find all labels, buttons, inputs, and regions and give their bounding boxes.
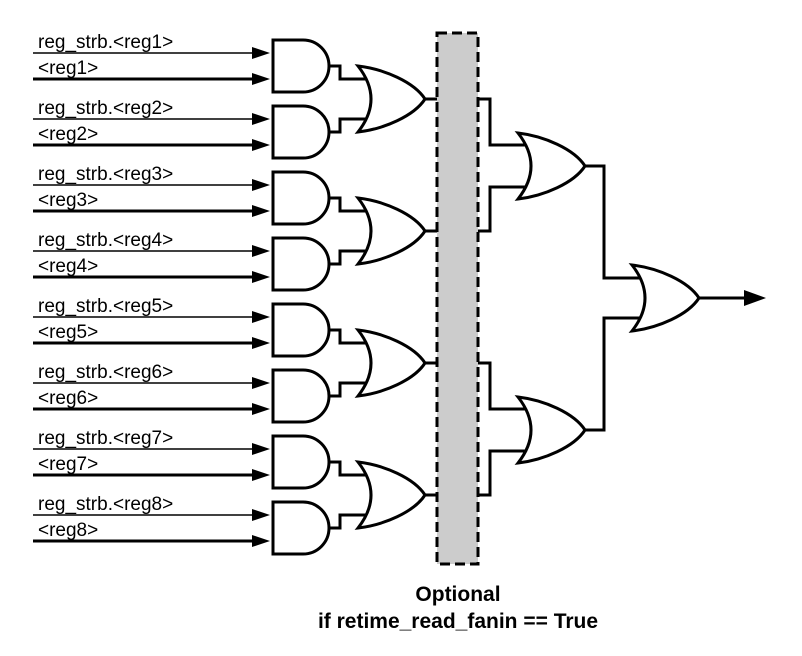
input-arrowhead-icon (252, 337, 270, 349)
input-row-reg5: reg_strb.<reg5> <reg5> (33, 296, 371, 349)
and-gate-5 (271, 302, 331, 358)
input-row-reg2: reg_strb.<reg2> <reg2> (33, 98, 371, 151)
input-arrowhead-icon (252, 311, 270, 323)
input-arrowhead-icon (252, 469, 270, 481)
and-gate-3 (271, 170, 331, 226)
input-row-reg6: reg_strb.<reg6> <reg6> (33, 362, 371, 415)
strobe-label: reg_strb.<reg5> (38, 296, 173, 317)
reg-label: <reg5> (38, 322, 98, 343)
condition-label: if retime_read_fanin == True (318, 610, 598, 633)
and-output-wire (329, 249, 371, 266)
reg-label: <reg2> (38, 124, 98, 145)
reg-label: <reg3> (38, 190, 98, 211)
and-gate-2 (271, 104, 331, 160)
output-arrowhead-icon (744, 290, 766, 306)
and-gate-7 (271, 434, 331, 490)
input-arrowhead-icon (252, 113, 270, 125)
strobe-label: reg_strb.<reg1> (38, 32, 173, 53)
or-gate-stage1-1 (356, 64, 427, 134)
input-arrowhead-icon (252, 443, 270, 455)
input-arrowhead-icon (252, 73, 270, 85)
or-gate-stage2-1 (516, 131, 587, 201)
or-gate-stage1-2 (356, 196, 427, 266)
input-row-reg3: reg_strb.<reg3> <reg3> (33, 164, 371, 217)
and-gate-6 (271, 368, 331, 424)
strobe-label: reg_strb.<reg8> (38, 494, 173, 515)
or-gate-stage1-3 (356, 328, 427, 398)
and-output-wire (329, 196, 371, 213)
strobe-label: reg_strb.<reg6> (38, 362, 173, 383)
input-arrowhead-icon (252, 271, 270, 283)
caption: Optional if retime_read_fanin == True (318, 583, 598, 633)
input-row-reg1: reg_strb.<reg1> <reg1> (33, 32, 371, 85)
input-row-reg8: reg_strb.<reg8> <reg8> (33, 494, 371, 547)
reg-label: <reg1> (38, 58, 98, 79)
and-output-wire (329, 117, 371, 134)
input-arrowhead-icon (252, 245, 270, 257)
and-gate-8 (271, 500, 331, 556)
reg-label: <reg7> (38, 454, 98, 475)
input-arrowhead-icon (252, 535, 270, 547)
or-stage2-output-wire-1 (585, 164, 646, 280)
input-arrowhead-icon (252, 377, 270, 389)
reg-label: <reg6> (38, 388, 98, 409)
input-row-reg7: reg_strb.<reg7> <reg7> (33, 428, 371, 481)
input-arrowhead-icon (252, 179, 270, 191)
input-arrowhead-icon (252, 47, 270, 59)
optional-retiming-box (435, 31, 480, 566)
and-output-wire (329, 381, 371, 398)
or-gate-final (630, 263, 701, 333)
input-arrowhead-icon (252, 205, 270, 217)
or-stage2-output-wire-2 (585, 316, 646, 432)
strobe-label: reg_strb.<reg4> (38, 230, 173, 251)
optional-label: Optional (415, 583, 500, 606)
strobe-label: reg_strb.<reg7> (38, 428, 173, 449)
and-output-wire (329, 513, 371, 530)
input-arrowhead-icon (252, 403, 270, 415)
and-output-wire (329, 328, 371, 345)
reg-label: <reg4> (38, 256, 98, 277)
and-gate-4 (271, 236, 331, 292)
input-arrowhead-icon (252, 509, 270, 521)
or-gate-stage2-2 (516, 395, 587, 465)
input-row-reg4: reg_strb.<reg4> <reg4> (33, 230, 371, 283)
and-gate-1 (271, 38, 331, 94)
input-arrowhead-icon (252, 139, 270, 151)
and-output-wire (329, 64, 371, 81)
strobe-label: reg_strb.<reg2> (38, 98, 173, 119)
strobe-label: reg_strb.<reg3> (38, 164, 173, 185)
reg-label: <reg8> (38, 520, 98, 541)
and-output-wire (329, 460, 371, 477)
or-gate-stage1-4 (356, 460, 427, 530)
